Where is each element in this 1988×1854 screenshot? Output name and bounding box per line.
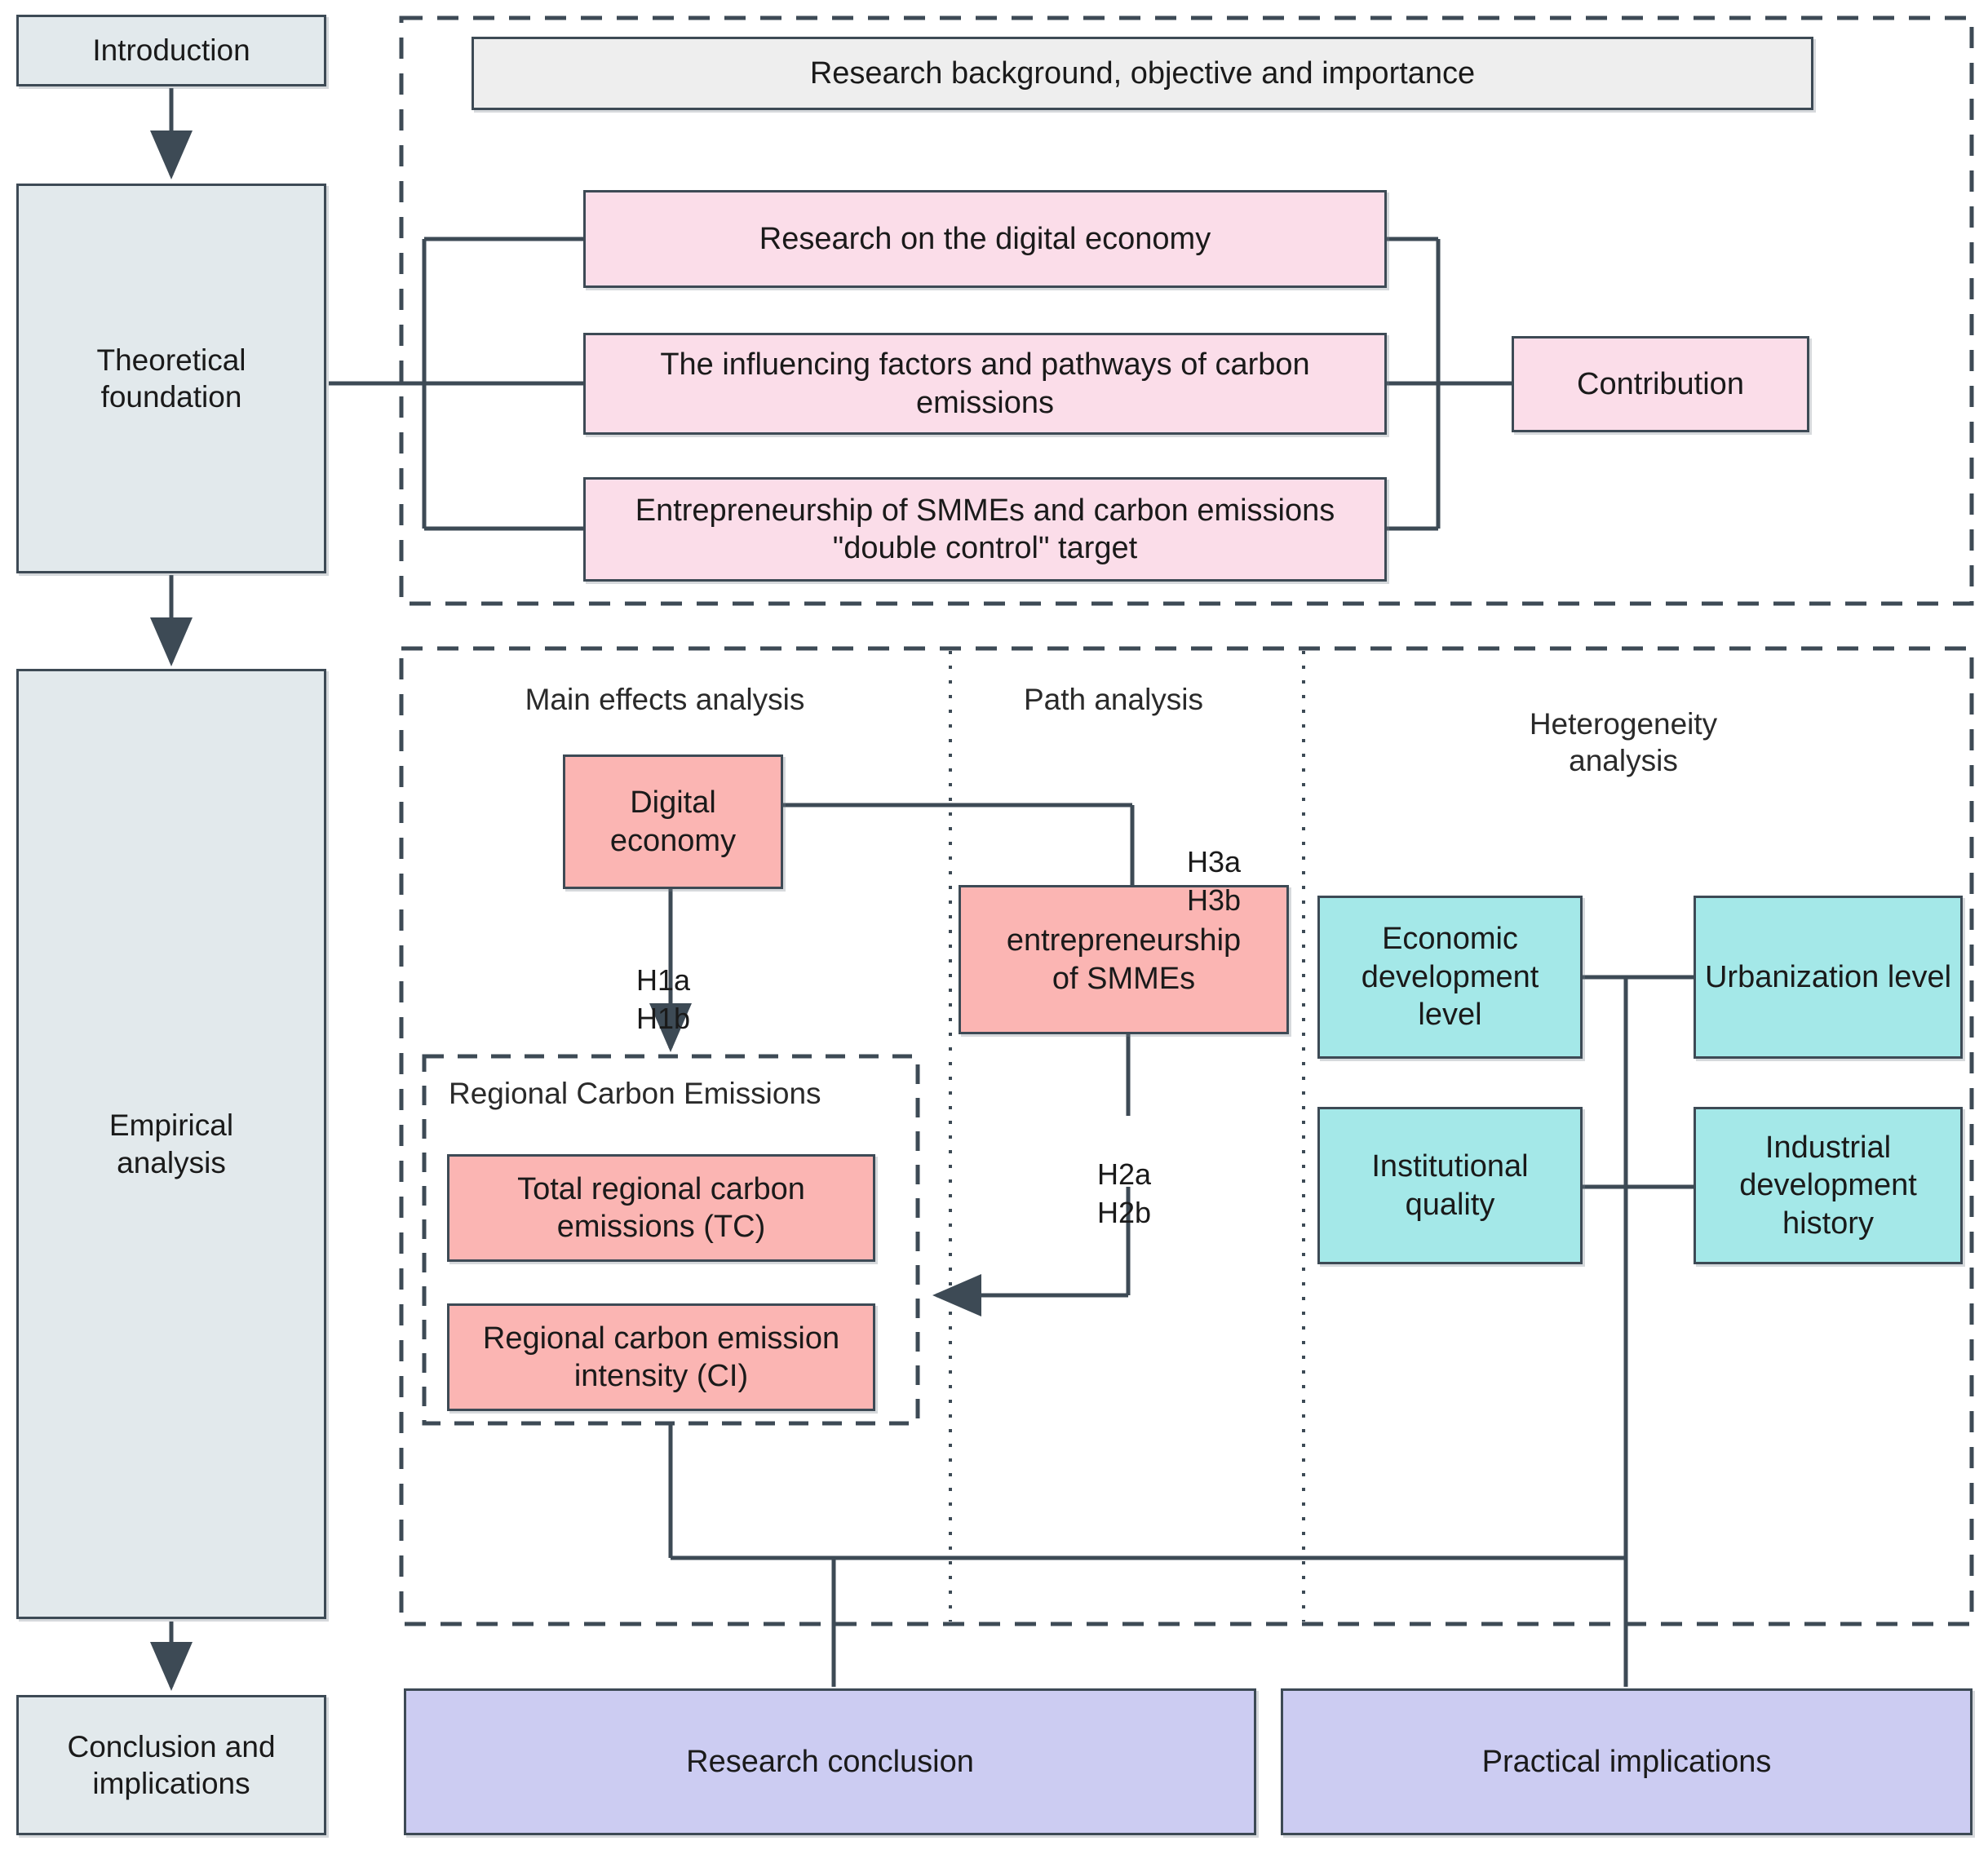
stage-label-introduction: Introduction bbox=[92, 33, 250, 68]
hypothesis-label-h3: H3a H3b bbox=[1187, 803, 1241, 920]
stage-label-empirical-analysis: Empirical analysis bbox=[108, 1108, 234, 1179]
stage-box-theoretical-foundation[interactable]: Theoretical foundation bbox=[16, 184, 326, 573]
regional-carbon-group-label: Regional Carbon Emissions bbox=[449, 1075, 905, 1112]
stage-label-theoretical-foundation: Theoretical foundation bbox=[96, 343, 246, 414]
stage-label-conclusion-implications: Conclusion and implications bbox=[67, 1729, 276, 1800]
variable-label-entrepreneurship: entrepreneurship of SMMEs bbox=[1006, 923, 1242, 996]
outcome-box-total-carbon[interactable]: Total regional carbon emissions (TC) bbox=[447, 1154, 875, 1262]
column-label-main-effects: Main effects analysis bbox=[489, 681, 840, 718]
literature-box-smmes-double-control[interactable]: Entrepreneurship of SMMEs and carbon emi… bbox=[583, 477, 1387, 582]
hypothesis-label-h2-text: H2a H2b bbox=[1097, 1157, 1152, 1230]
variable-box-digital-economy[interactable]: Digital economy bbox=[563, 754, 783, 889]
hypothesis-label-h1-text: H1a H1b bbox=[636, 962, 691, 1036]
moderator-label-3: Industrial development history bbox=[1739, 1130, 1917, 1241]
stage-box-conclusion-implications[interactable]: Conclusion and implications bbox=[16, 1695, 326, 1835]
contribution-bracket bbox=[1387, 237, 1512, 531]
conclusion-label-1: Practical implications bbox=[1481, 1744, 1772, 1779]
contribution-box[interactable]: Contribution bbox=[1512, 336, 1809, 432]
hypothesis-label-h3-text: H3a H3b bbox=[1187, 844, 1242, 918]
moderator-label-0: Economic development level bbox=[1361, 922, 1539, 1033]
outcome-label-carbon-intensity: Regional carbon emission intensity (CI) bbox=[482, 1321, 840, 1393]
stage-box-introduction[interactable]: Introduction bbox=[16, 15, 326, 86]
column-label-path-analysis: Path analysis bbox=[979, 681, 1248, 718]
literature-label-0: Research on the digital economy bbox=[759, 221, 1211, 256]
conclusion-box-practical-implications[interactable]: Practical implications bbox=[1281, 1688, 1973, 1835]
literature-box-carbon-factors[interactable]: The influencing factors and pathways of … bbox=[583, 333, 1387, 435]
moderator-box-institutional-quality[interactable]: Institutional quality bbox=[1317, 1107, 1583, 1264]
column-label-path-analysis-text: Path analysis bbox=[1023, 683, 1204, 716]
conclusion-label-0: Research conclusion bbox=[686, 1744, 974, 1779]
research-background-box[interactable]: Research background, objective and impor… bbox=[472, 37, 1813, 110]
literature-label-2: Entrepreneurship of SMMEs and carbon emi… bbox=[635, 493, 1335, 565]
outcome-box-carbon-intensity[interactable]: Regional carbon emission intensity (CI) bbox=[447, 1303, 875, 1411]
empirical-dashed-container bbox=[399, 646, 1974, 1626]
hypothesis-label-h2: H2a H2b bbox=[1097, 1116, 1151, 1232]
regional-carbon-group-label-text: Regional Carbon Emissions bbox=[449, 1077, 821, 1110]
literature-label-1: The influencing factors and pathways of … bbox=[660, 347, 1310, 420]
outcome-label-total-carbon: Total regional carbon emissions (TC) bbox=[517, 1171, 805, 1244]
moderator-connectors bbox=[1583, 975, 1694, 1687]
stage-box-empirical-analysis[interactable]: Empirical analysis bbox=[16, 669, 326, 1619]
moderator-label-1: Urbanization level bbox=[1704, 959, 1952, 994]
research-background-label: Research background, objective and impor… bbox=[809, 55, 1476, 91]
hypothesis-label-h1: H1a H1b bbox=[636, 922, 690, 1038]
moderator-box-economic-development[interactable]: Economic development level bbox=[1317, 896, 1583, 1059]
moderator-box-industrial-history[interactable]: Industrial development history bbox=[1694, 1107, 1963, 1264]
h2-connector bbox=[932, 1034, 1131, 1316]
variable-label-digital-economy: Digital economy bbox=[609, 785, 737, 858]
variable-box-entrepreneurship[interactable]: entrepreneurship of SMMEs bbox=[959, 885, 1289, 1034]
contribution-label: Contribution bbox=[1577, 366, 1744, 401]
theory-bracket bbox=[329, 237, 583, 531]
column-label-heterogeneity-text: Heterogeneity analysis bbox=[1529, 707, 1718, 778]
h3-connector bbox=[783, 803, 1135, 885]
moderator-box-urbanization[interactable]: Urbanization level bbox=[1694, 896, 1963, 1059]
conclusion-box-research-conclusion[interactable]: Research conclusion bbox=[404, 1688, 1256, 1835]
column-label-main-effects-text: Main effects analysis bbox=[525, 683, 805, 716]
literature-box-digital-economy[interactable]: Research on the digital economy bbox=[583, 190, 1387, 288]
column-dividers bbox=[949, 651, 1305, 1622]
moderator-label-2: Institutional quality bbox=[1371, 1149, 1529, 1222]
column-label-heterogeneity: Heterogeneity analysis bbox=[1460, 669, 1787, 779]
bottom-routing bbox=[668, 1423, 1626, 1687]
